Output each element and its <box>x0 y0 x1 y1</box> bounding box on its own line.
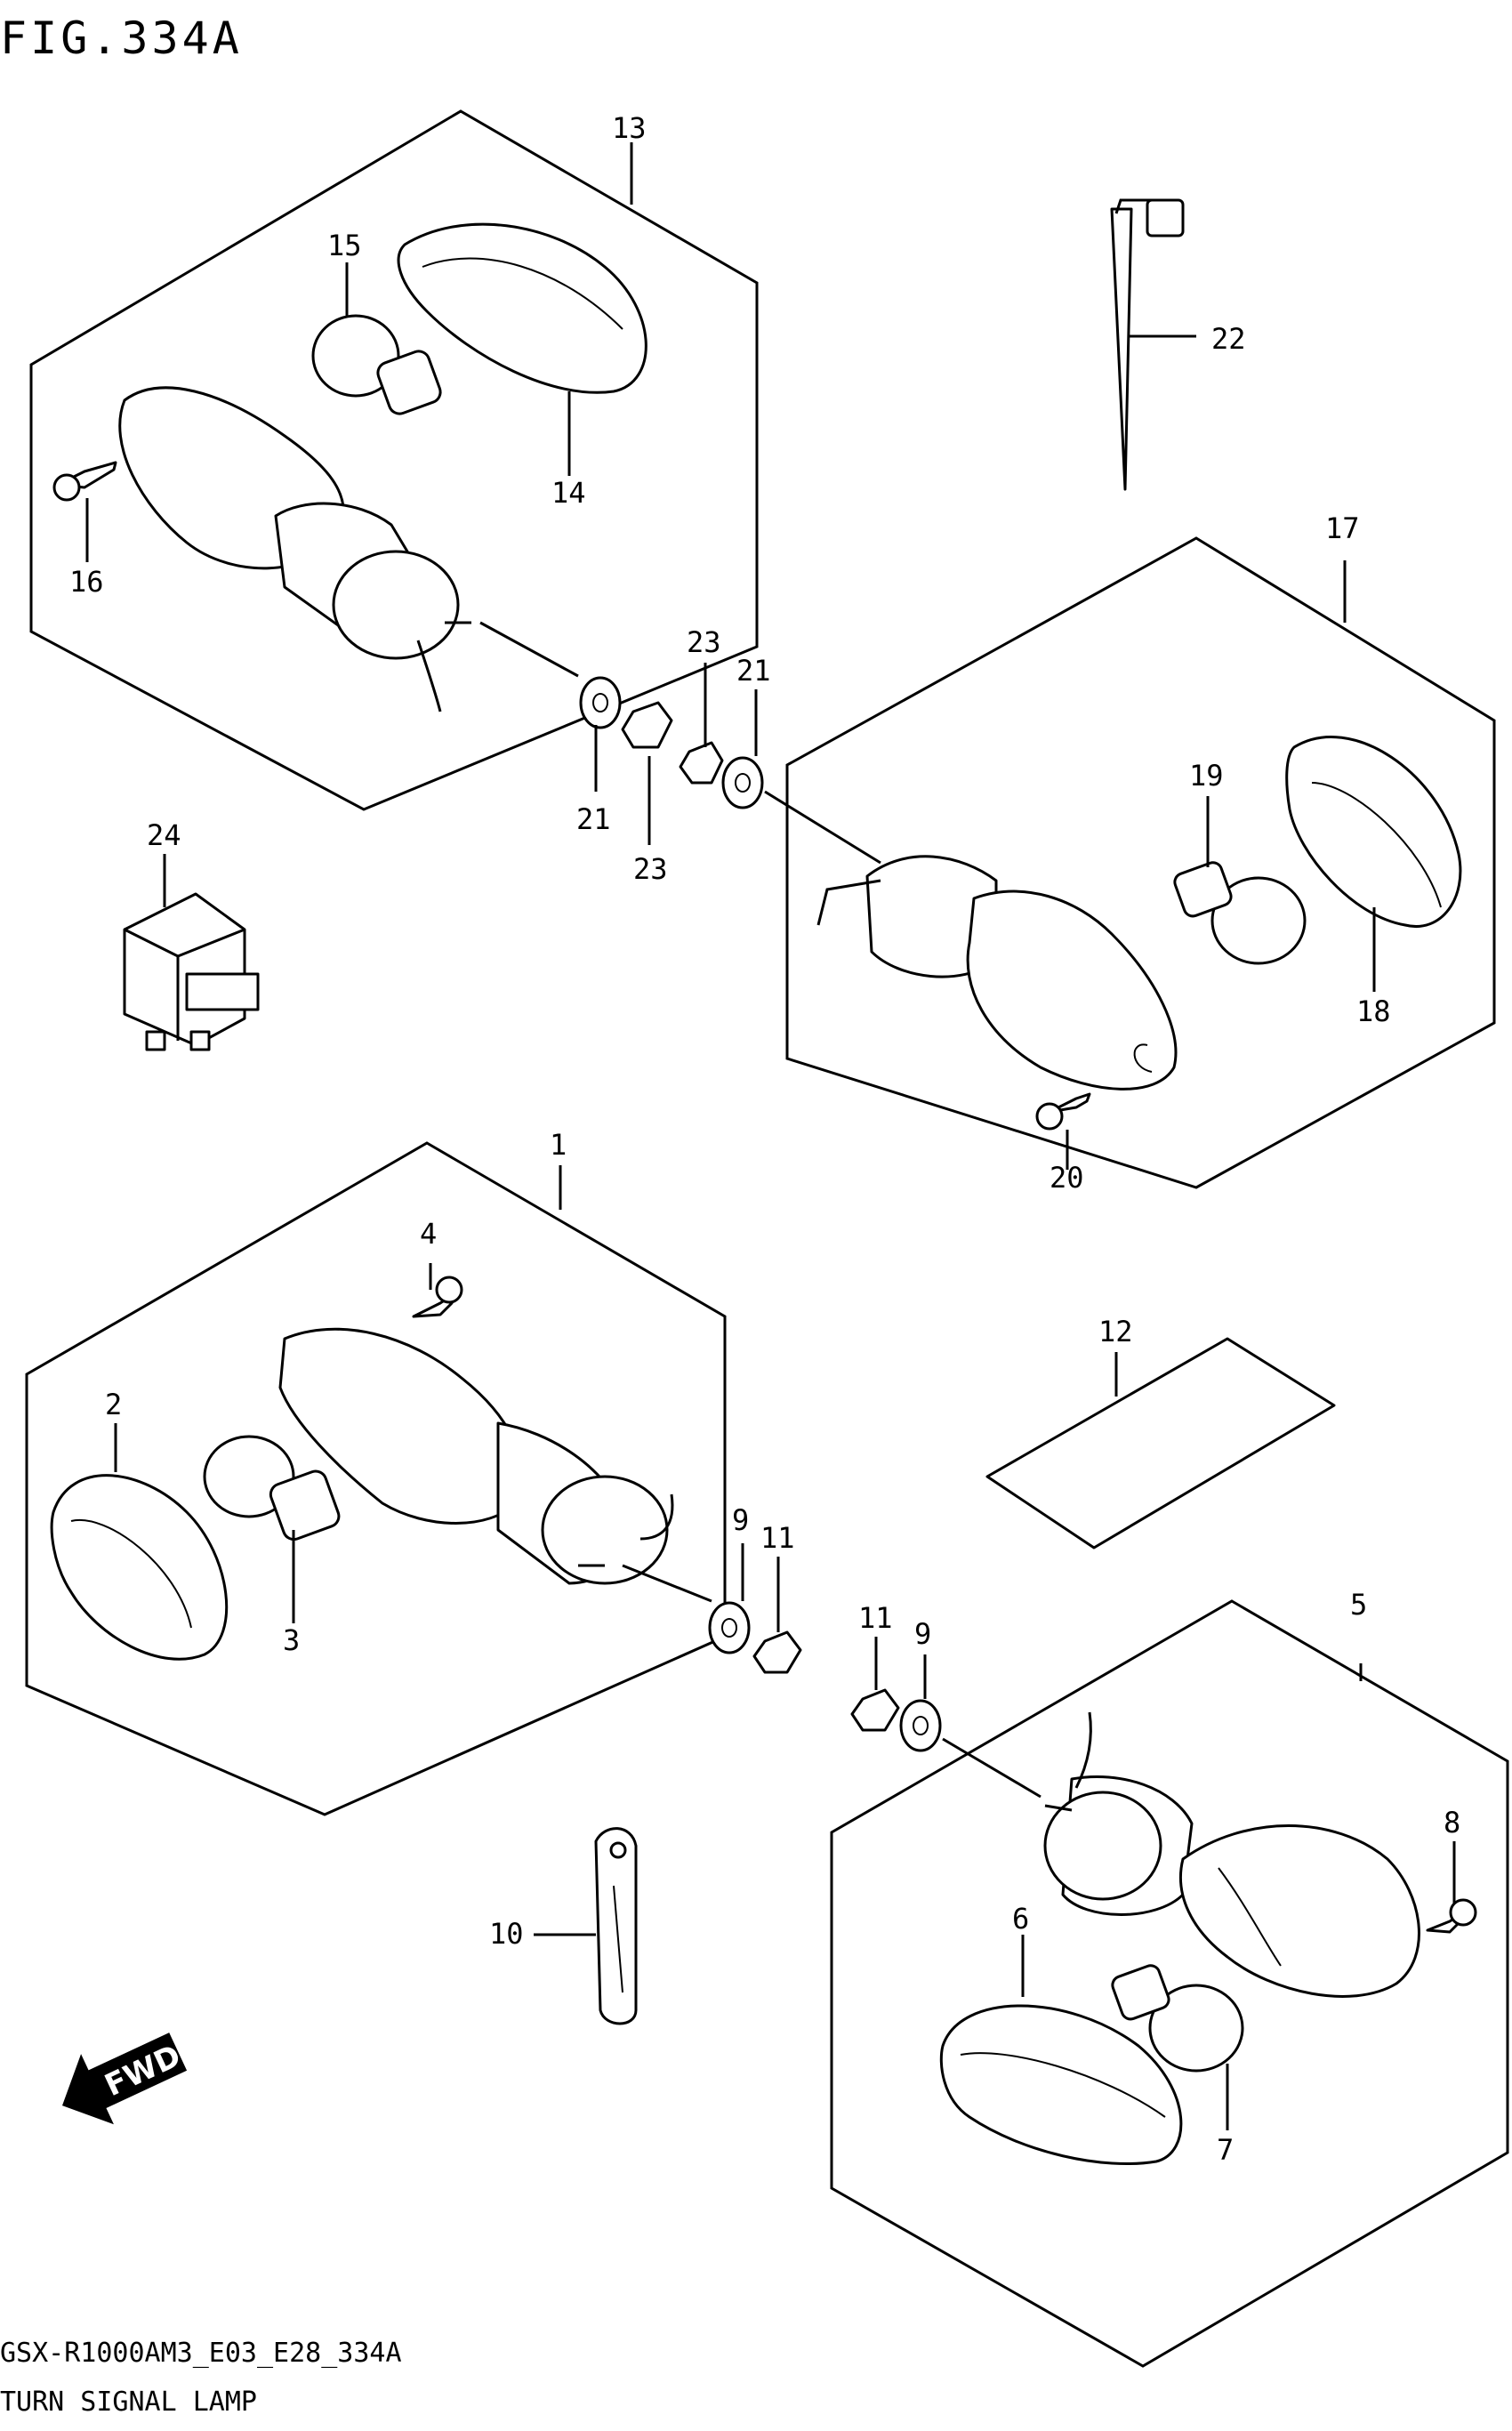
nut-23b <box>679 741 724 785</box>
callout-22: 22 <box>1211 322 1246 356</box>
callout-10: 10 <box>489 1917 524 1951</box>
housing-5 <box>1178 1824 1420 1998</box>
leader-lines <box>85 142 1456 2130</box>
washer-21a <box>579 676 622 729</box>
fwd-arrow-icon <box>61 2033 188 2125</box>
nut-11a <box>752 1630 802 1674</box>
callout-7: 7 <box>1217 2133 1234 2167</box>
sheet-12-group <box>985 1337 1336 1550</box>
washer-21b <box>721 756 764 809</box>
wire-22-group <box>1110 198 1185 491</box>
callout-1: 1 <box>550 1128 567 1162</box>
callout-2: 2 <box>105 1388 122 1421</box>
callout-3: 3 <box>283 1623 300 1657</box>
callout-18: 18 <box>1356 994 1391 1028</box>
callout-4: 4 <box>420 1217 437 1251</box>
assembly-5-outline <box>830 1599 1509 2368</box>
callout-labels: 13 15 14 16 22 17 23 21 21 23 19 18 24 2… <box>69 111 1460 2167</box>
callout-17: 17 <box>1325 511 1360 545</box>
callout-9-right: 9 <box>914 1617 931 1651</box>
assembly-1-outline <box>25 1141 727 1816</box>
bracket-10-group <box>594 1827 638 2025</box>
callout-11-right: 11 <box>858 1601 893 1635</box>
relay-24-group <box>123 892 260 1051</box>
assembly-5-group <box>830 1599 1509 2368</box>
callout-16: 16 <box>69 565 104 599</box>
callout-21-lower: 21 <box>576 802 611 836</box>
callout-19: 19 <box>1189 759 1224 793</box>
lens-18 <box>1285 736 1462 928</box>
callout-24: 24 <box>147 818 181 852</box>
bracket-10 <box>594 1827 638 2025</box>
lens-6 <box>939 2004 1183 2166</box>
callout-20: 20 <box>1050 1161 1084 1195</box>
hardware-lower <box>708 1601 1042 1799</box>
callout-12: 12 <box>1098 1315 1133 1348</box>
wire-22 <box>1110 207 1133 491</box>
lens-2 <box>50 1474 229 1661</box>
callout-14: 14 <box>551 476 586 510</box>
sheet-12 <box>985 1337 1336 1550</box>
callout-15: 15 <box>327 229 362 262</box>
nut-23a <box>621 701 673 749</box>
housing-17 <box>966 889 1178 1091</box>
bulb-7 <box>1148 1984 1244 2073</box>
washer-9b <box>899 1699 942 1752</box>
hardware-upper <box>479 621 881 865</box>
relay-24 <box>123 892 246 1047</box>
figure-title: FIG.334A <box>0 12 243 64</box>
assembly-17-outline <box>785 536 1496 1189</box>
callout-21-upper: 21 <box>736 654 771 688</box>
assembly-13-outline <box>29 109 759 811</box>
callout-13: 13 <box>612 111 647 145</box>
assembly-13-group <box>29 109 759 811</box>
callout-23-upper: 23 <box>687 625 721 659</box>
assembly-1-group <box>25 1141 727 1816</box>
bulb-19 <box>1210 876 1307 965</box>
callout-5: 5 <box>1350 1588 1367 1622</box>
callout-11-left: 11 <box>760 1521 795 1555</box>
lens-14 <box>397 222 647 394</box>
callout-8: 8 <box>1444 1806 1460 1839</box>
nut-11b <box>850 1688 900 1732</box>
callout-23-lower: 23 <box>633 852 668 886</box>
assembly-17-group <box>785 536 1496 1189</box>
callout-6: 6 <box>1012 1902 1029 1936</box>
callout-9-left: 9 <box>732 1503 749 1537</box>
figure-caption: TURN SIGNAL LAMP <box>0 2387 257 2418</box>
washer-9a <box>708 1601 751 1654</box>
model-code: GSX-R1000AM3_E03_E28_334A <box>0 2338 402 2369</box>
fwd-badge: FWD <box>61 2033 188 2125</box>
